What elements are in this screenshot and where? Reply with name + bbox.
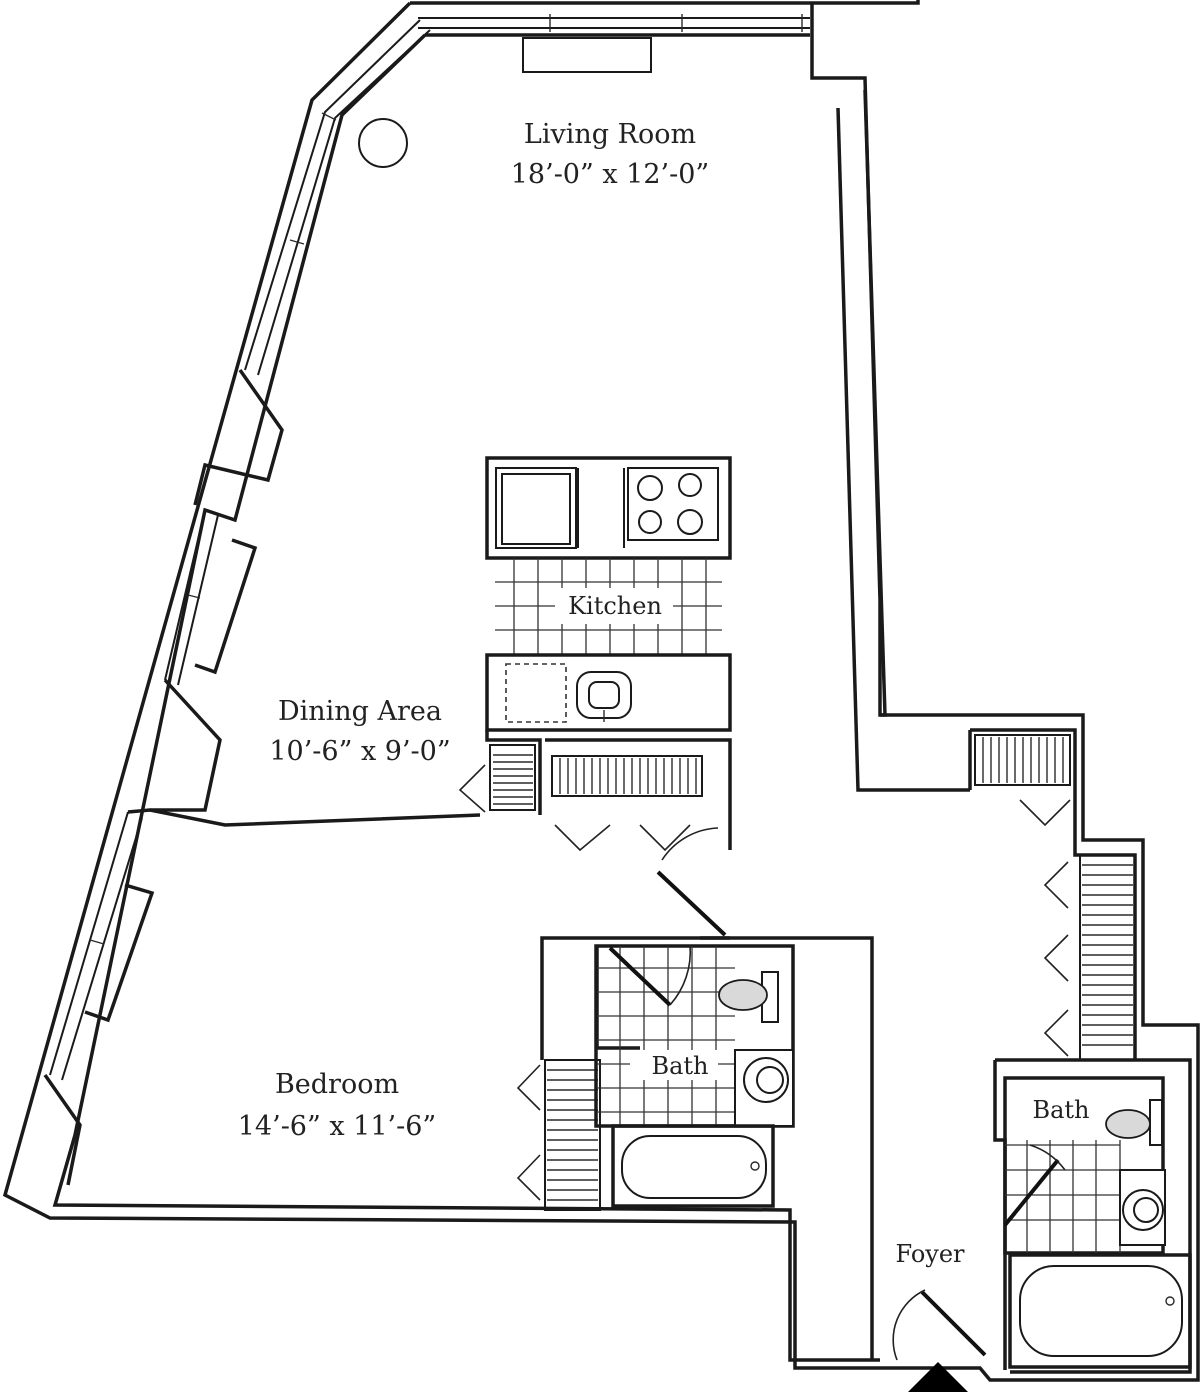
windows	[49, 14, 810, 1081]
dining-area-size: 10’-6” x 9’-0”	[269, 736, 450, 767]
kitchen	[485, 456, 732, 732]
dining-area-name: Dining Area	[278, 696, 442, 727]
stove-burner	[637, 475, 663, 501]
stove-burner	[678, 473, 702, 497]
kitchen-tiles	[495, 558, 722, 655]
stove-burner	[677, 509, 703, 535]
bedroom-size: 14’-6” x 11’-6”	[238, 1111, 436, 1142]
kitchen-name: Kitchen	[568, 592, 662, 620]
bath-1	[540, 936, 874, 1360]
bath-1-name: Bath	[651, 1052, 708, 1080]
foyer-name: Foyer	[895, 1240, 965, 1268]
column-icon	[358, 118, 408, 168]
closets	[458, 730, 1136, 1211]
entry-arrow-icon	[908, 1362, 968, 1392]
living-room-size: 18’-0” x 12’-0”	[511, 159, 709, 190]
living-room-name: Living Room	[524, 119, 696, 150]
bedroom-name: Bedroom	[275, 1069, 399, 1100]
wall-pilasters	[43, 368, 481, 1186]
bath-2	[1003, 1076, 1192, 1369]
stove-burner	[638, 510, 662, 534]
bath-2-name: Bath	[1032, 1096, 1089, 1124]
